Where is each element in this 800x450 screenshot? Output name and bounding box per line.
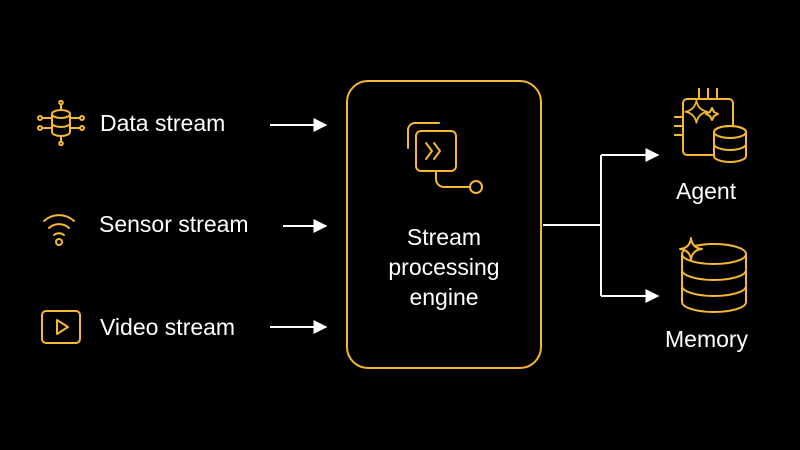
engine-box: [346, 80, 542, 369]
sparkle-database-icon: [679, 237, 747, 313]
input-label-sensor-stream: Sensor stream: [99, 211, 249, 237]
agent-chip-database-icon: [674, 88, 747, 163]
play-icon: [41, 310, 81, 344]
output-label-agent: Agent: [676, 178, 737, 204]
engine-label: Stream processing engine: [346, 222, 542, 312]
input-label-data-stream: Data stream: [100, 110, 226, 136]
engine-label-line-2: processing: [388, 254, 500, 280]
input-label-video-stream: Video stream: [100, 314, 236, 340]
fast-forward-icon: [407, 122, 483, 194]
wifi-icon: [43, 214, 75, 246]
output-label-memory: Memory: [665, 326, 749, 352]
database-circuit-icon: [37, 100, 85, 146]
engine-label-line-3: engine: [409, 284, 479, 310]
engine-label-line-1: Stream: [406, 224, 482, 250]
